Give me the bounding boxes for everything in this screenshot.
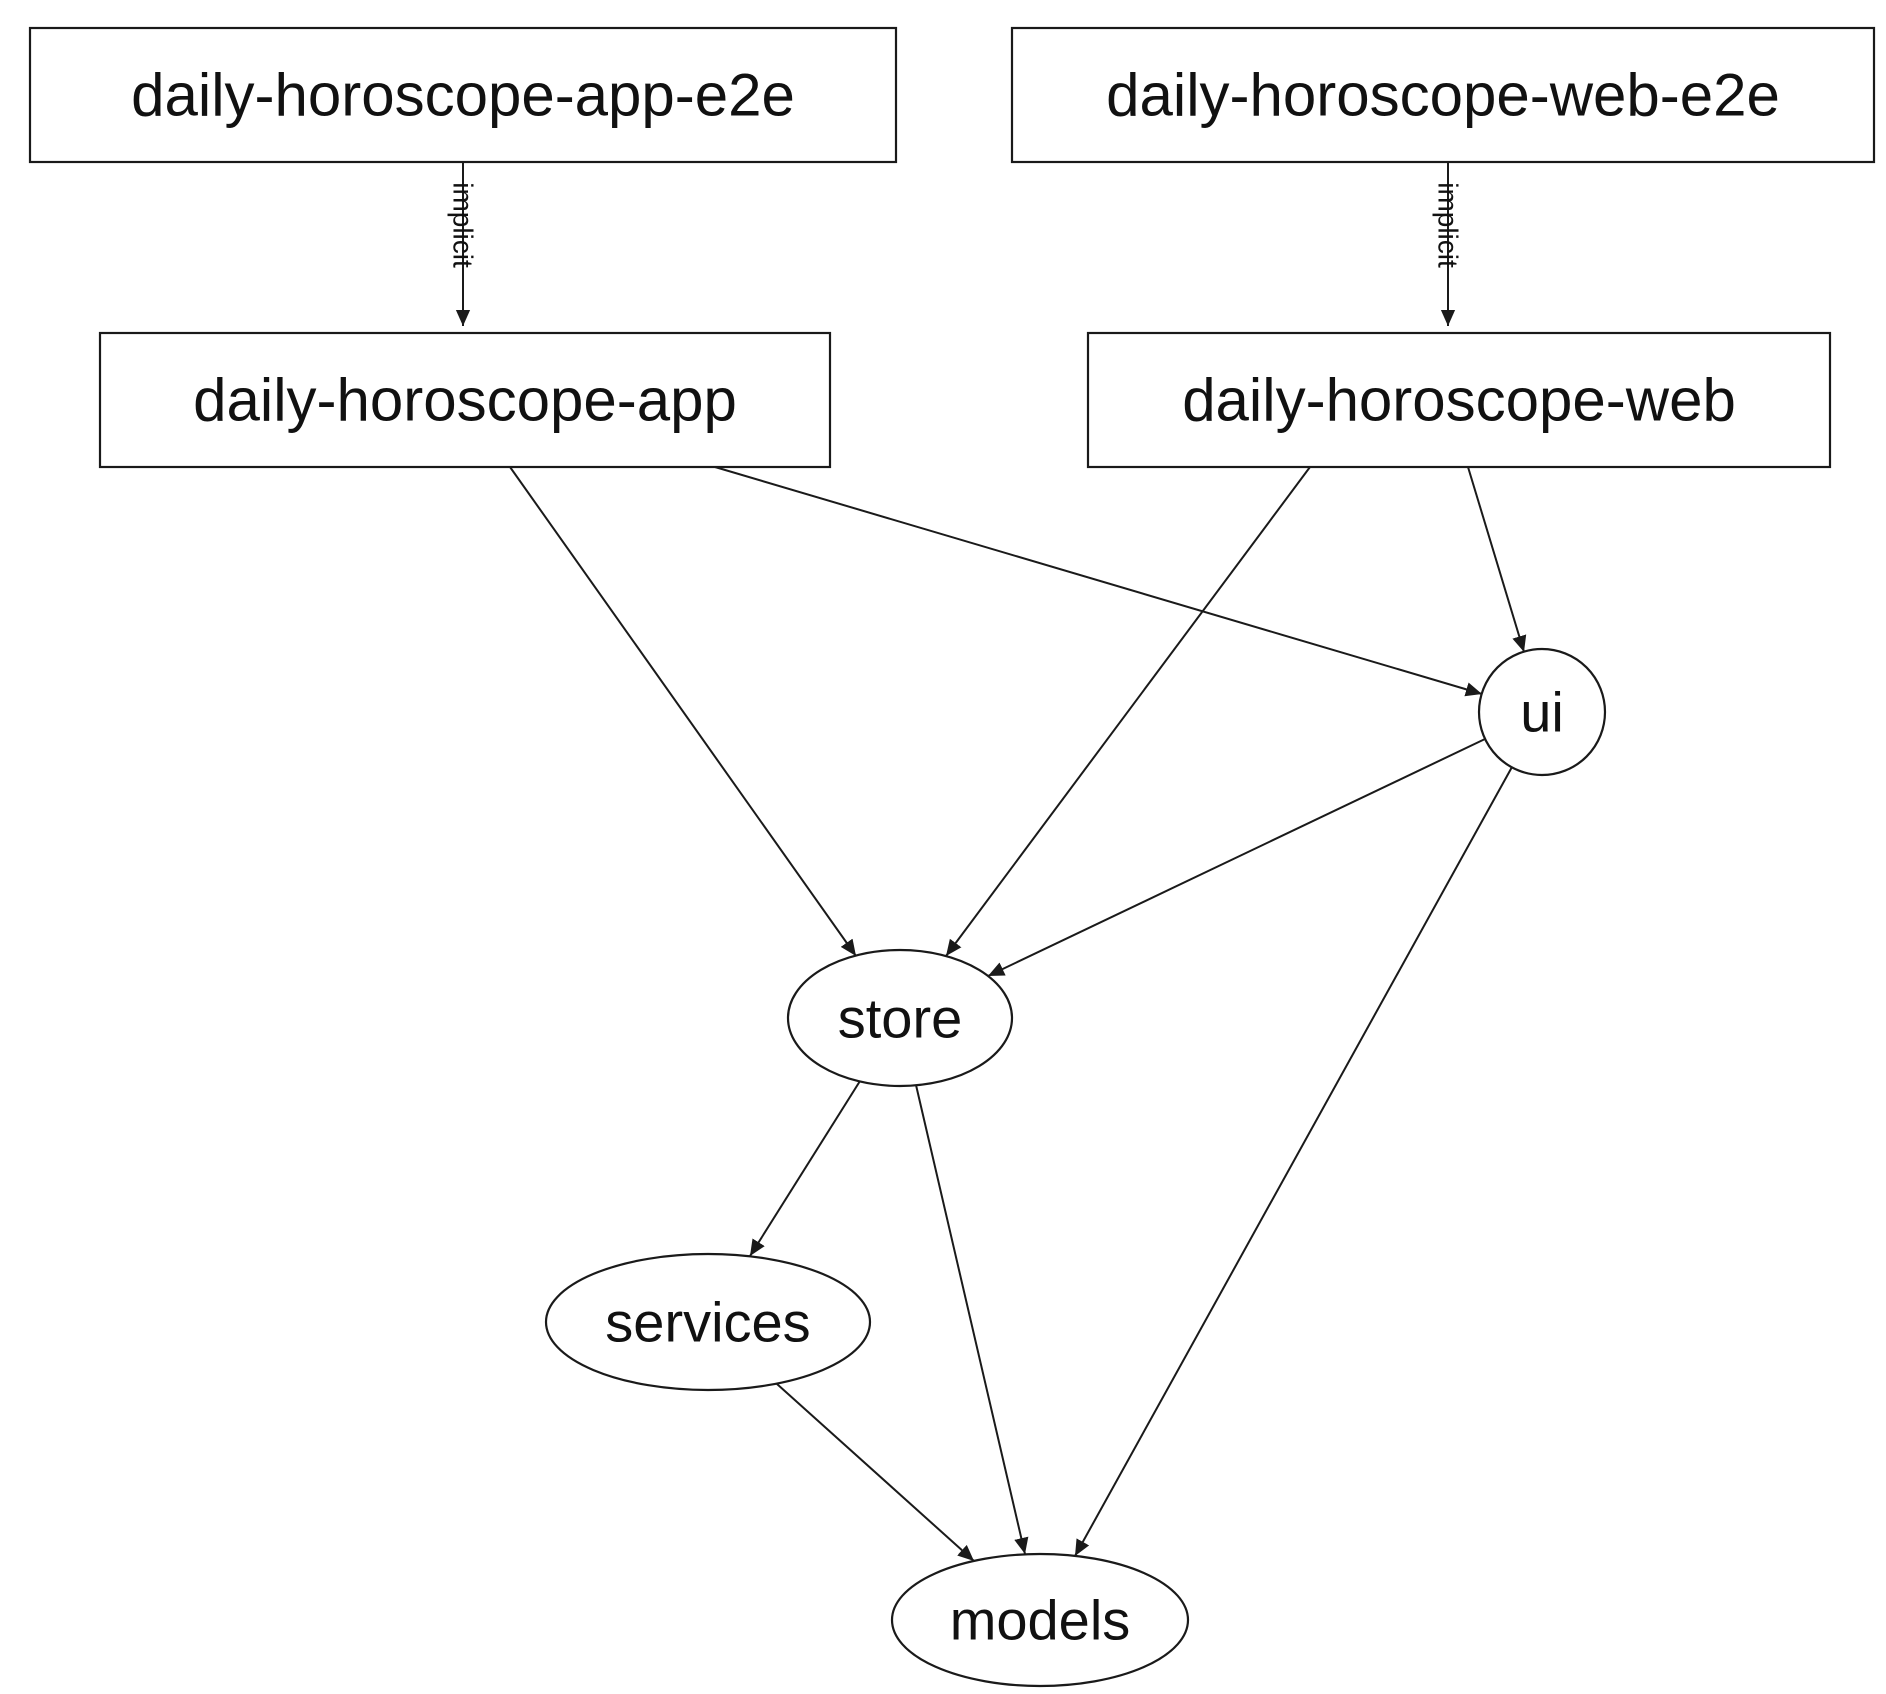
edge-label: implicit — [1433, 182, 1464, 268]
node-ellipse — [1477, 647, 1607, 777]
edge-store-to-services — [749, 1080, 861, 1257]
node-ellipse — [786, 948, 1014, 1088]
node-label: store — [838, 987, 963, 1050]
node-box — [28, 26, 898, 164]
edge-daily-horoscope-web-to-ui — [1467, 466, 1527, 653]
node-daily-horoscope-app: daily-horoscope-app — [98, 331, 832, 469]
node-daily-horoscope-web: daily-horoscope-web — [1086, 331, 1832, 469]
edge-daily-horoscope-app-to-ui — [714, 466, 1483, 697]
edge-store-to-models — [915, 1084, 1029, 1555]
edge-daily-horoscope-web-e2e-to-daily-horoscope-web: implicit — [1433, 162, 1464, 326]
node-daily-horoscope-web-e2e: daily-horoscope-web-e2e — [1010, 26, 1876, 164]
node-label: daily-horoscope-app-e2e — [131, 62, 795, 129]
node-label: ui — [1520, 681, 1564, 744]
edge-label: implicit — [448, 182, 479, 268]
node-label: models — [950, 1589, 1131, 1652]
edge-line — [749, 1080, 861, 1257]
node-box — [1086, 331, 1832, 469]
edge-line — [1074, 766, 1513, 1557]
edge-line — [776, 1383, 975, 1562]
edge-daily-horoscope-app-e2e-to-daily-horoscope-app: implicit — [448, 162, 479, 326]
node-box — [1010, 26, 1876, 164]
node-label: daily-horoscope-web-e2e — [1106, 62, 1780, 129]
node-label: services — [605, 1291, 810, 1354]
edge-line — [1467, 466, 1527, 653]
node-ui: ui — [1477, 647, 1607, 777]
edge-daily-horoscope-web-to-store — [945, 466, 1311, 957]
node-label: daily-horoscope-app — [193, 367, 737, 434]
edge-line — [509, 466, 857, 957]
edge-line — [945, 466, 1311, 957]
edge-services-to-models — [776, 1383, 975, 1562]
edge-ui-to-store — [987, 738, 1486, 977]
node-services: services — [544, 1252, 872, 1392]
edge-line — [714, 466, 1483, 697]
node-models: models — [890, 1552, 1190, 1688]
edge-line — [915, 1084, 1029, 1555]
node-box — [98, 331, 832, 469]
node-store: store — [786, 948, 1014, 1088]
edge-line — [987, 738, 1486, 977]
node-ellipse — [890, 1552, 1190, 1688]
node-ellipse — [544, 1252, 872, 1392]
edge-layer: implicit implicit — [448, 162, 1527, 1562]
node-daily-horoscope-app-e2e: daily-horoscope-app-e2e — [28, 26, 898, 164]
node-label: daily-horoscope-web — [1182, 367, 1736, 434]
node-layer: daily-horoscope-app-e2e daily-horoscope-w… — [28, 26, 1876, 1688]
edge-ui-to-models — [1074, 766, 1513, 1557]
edge-daily-horoscope-app-to-store — [509, 466, 857, 957]
